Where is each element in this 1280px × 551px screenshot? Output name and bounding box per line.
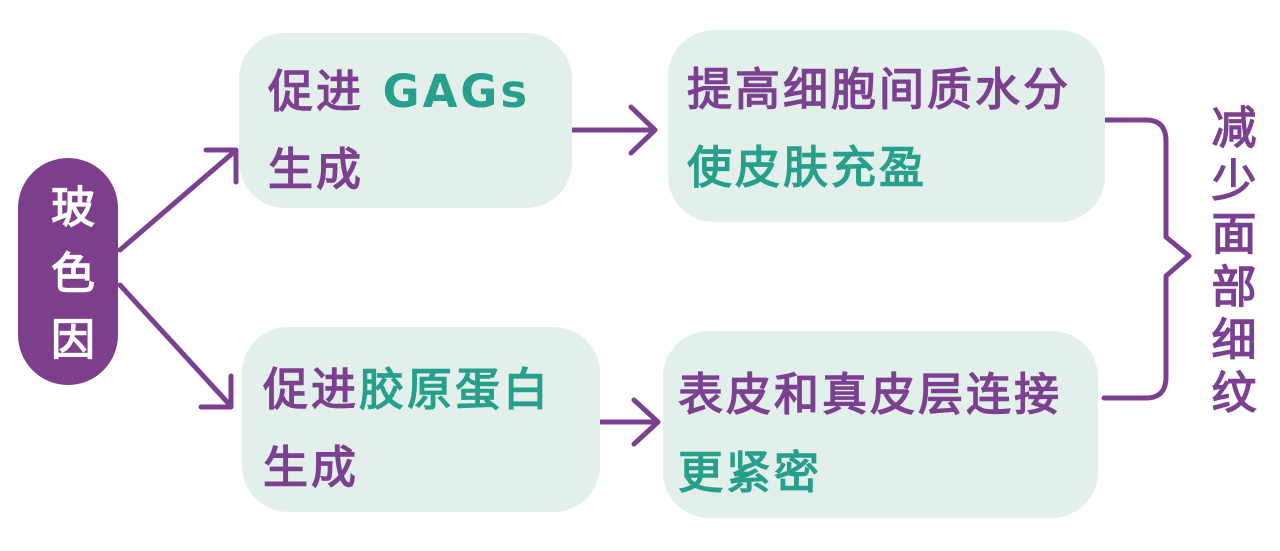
node-promote-gags: 促进 GAGs 生成 xyxy=(239,33,572,208)
node-promote-gags-line1: 促进 GAGs xyxy=(268,53,572,131)
node-hydration-effect: 提高细胞间质水分 使皮肤充盈 xyxy=(668,30,1105,222)
arrowhead-source-to-collagen-icon xyxy=(198,373,234,410)
arrow-source-to-collagen xyxy=(117,282,232,407)
node-junction-effect-line1: 表皮和真皮层连接 xyxy=(678,368,1063,421)
node-promote-gags-line1-substance: GAGs xyxy=(382,65,531,118)
node-junction-effect: 表皮和真皮层连接 更紧密 xyxy=(663,331,1098,518)
node-promote-gags-line2: 生成 xyxy=(268,143,365,196)
node-promote-collagen-line1: 促进胶原蛋白 xyxy=(263,351,600,429)
node-junction-effect-line2: 更紧密 xyxy=(678,446,823,499)
source-node-pill: 玻色因 xyxy=(18,158,118,385)
source-node-label: 玻色因 xyxy=(43,183,94,382)
node-hydration-effect-line1: 提高细胞间质水分 xyxy=(687,63,1072,116)
arrowhead-source-to-gags-icon xyxy=(203,147,239,185)
outcome-label: 减少面部细纹 xyxy=(1203,104,1257,422)
node-promote-gags-line1-action: 促进 xyxy=(268,65,383,118)
node-promote-collagen-line1-substance: 胶原蛋白 xyxy=(359,363,552,416)
node-hydration-effect-line2: 使皮肤充盈 xyxy=(687,141,928,194)
outcome-container: 减少面部细纹 xyxy=(1200,104,1260,440)
arrow-source-to-gags xyxy=(117,149,237,253)
node-promote-collagen: 促进胶原蛋白 生成 xyxy=(242,327,600,512)
arrowhead-gags-to-hydration-icon xyxy=(628,104,658,156)
brace-to-outcome-icon xyxy=(1101,117,1192,401)
node-promote-collagen-line2: 生成 xyxy=(263,441,360,494)
arrowhead-collagen-to-junction-icon xyxy=(631,397,661,447)
node-promote-collagen-line1-action: 促进 xyxy=(263,363,360,416)
